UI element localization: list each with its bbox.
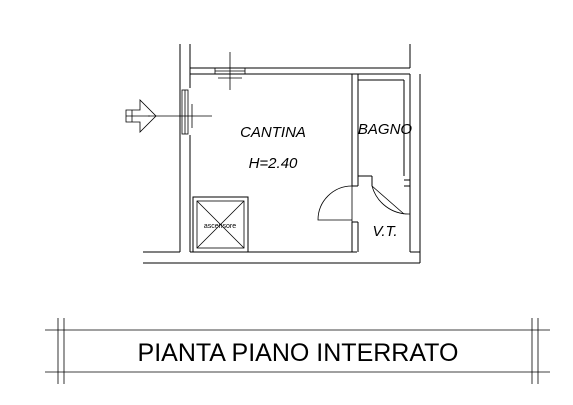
plan-title: PIANTA PIANO INTERRATO <box>138 339 459 367</box>
left-window <box>148 89 212 135</box>
room-label-vt: V.T. <box>372 223 397 240</box>
arrow-right-icon <box>125 99 157 133</box>
room-label-cantina: CANTINA <box>240 124 306 141</box>
elevator-shaft: ascensore <box>192 196 249 253</box>
partition-walls <box>351 74 410 252</box>
door-swings <box>317 185 411 222</box>
elevator-label: ascensore <box>204 223 236 230</box>
title-block: PIANTA PIANO INTERRATO <box>45 318 550 384</box>
room-label-bagno: BAGNO <box>358 121 413 138</box>
room-height-label: H=2.40 <box>249 155 298 172</box>
top-window <box>214 52 246 90</box>
